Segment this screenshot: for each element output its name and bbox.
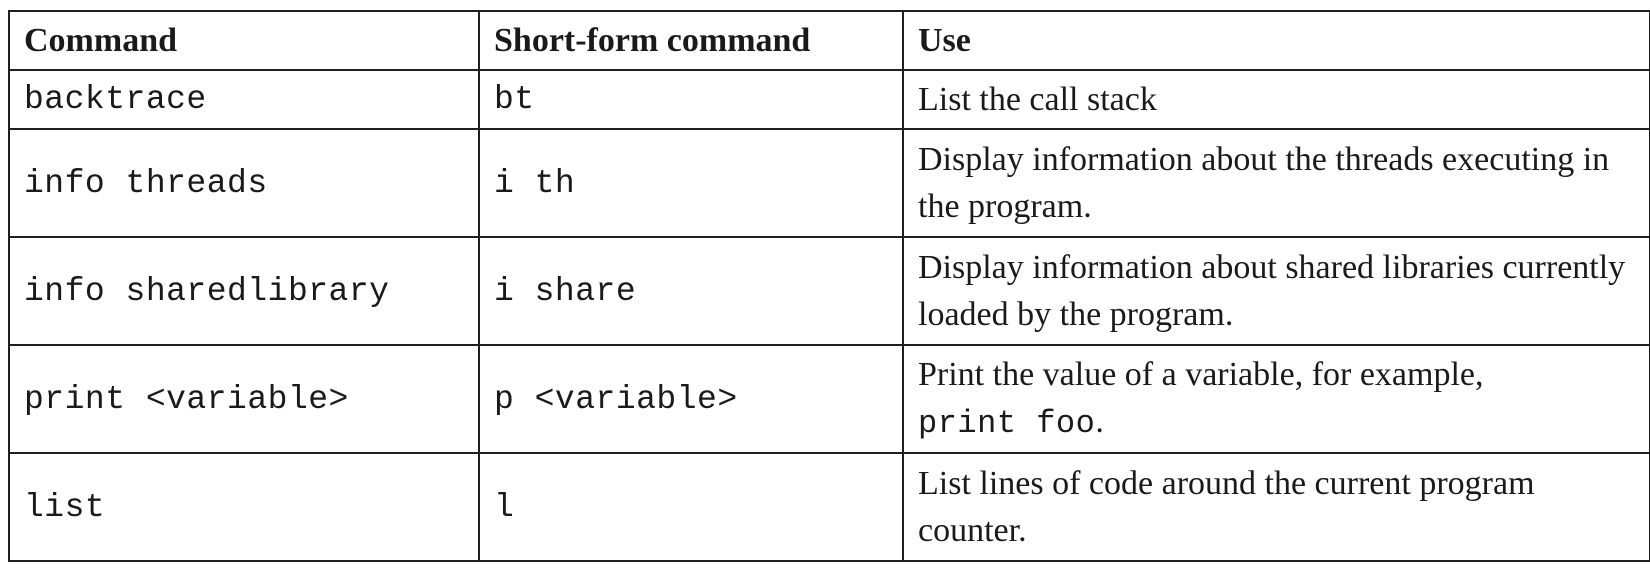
- short-form-cell: i share: [478, 236, 904, 346]
- use-cell: List lines of code around the current pr…: [902, 452, 1650, 562]
- command-cell: list: [8, 452, 480, 562]
- table-row: info threads i th Display information ab…: [8, 128, 1650, 238]
- table-row: backtrace bt List the call stack: [8, 69, 1650, 130]
- inline-code: print foo: [918, 405, 1096, 442]
- command-cell: backtrace: [8, 69, 480, 130]
- header-row: Command Short-form command Use: [8, 10, 1650, 71]
- use-cell: Print the value of a variable, for examp…: [902, 344, 1650, 454]
- use-cell: Display information about shared librari…: [902, 236, 1650, 346]
- short-form-cell: p <variable>: [478, 344, 904, 454]
- command-table: Command Short-form command Use backtrace…: [8, 10, 1650, 562]
- table-body: backtrace bt List the call stack info th…: [8, 69, 1650, 562]
- short-form-cell: l: [478, 452, 904, 562]
- use-cell: List the call stack: [902, 69, 1650, 130]
- use-cell: Display information about the threads ex…: [902, 128, 1650, 238]
- header-short-form-command: Short-form command: [478, 10, 904, 71]
- use-text: Print the value of a variable, for examp…: [918, 356, 1484, 393]
- use-text-suffix: .: [1095, 403, 1104, 440]
- command-cell: info sharedlibrary: [8, 236, 480, 346]
- table-row: info sharedlibrary i share Display infor…: [8, 236, 1650, 346]
- header-use: Use: [902, 10, 1650, 71]
- short-form-cell: i th: [478, 128, 904, 238]
- table-row: print <variable> p <variable> Print the …: [8, 344, 1650, 454]
- short-form-cell: bt: [478, 69, 904, 130]
- table-row: list l List lines of code around the cur…: [8, 452, 1650, 562]
- table-header: Command Short-form command Use: [8, 10, 1650, 71]
- command-cell: info threads: [8, 128, 480, 238]
- command-cell: print <variable>: [8, 344, 480, 454]
- header-command: Command: [8, 10, 480, 71]
